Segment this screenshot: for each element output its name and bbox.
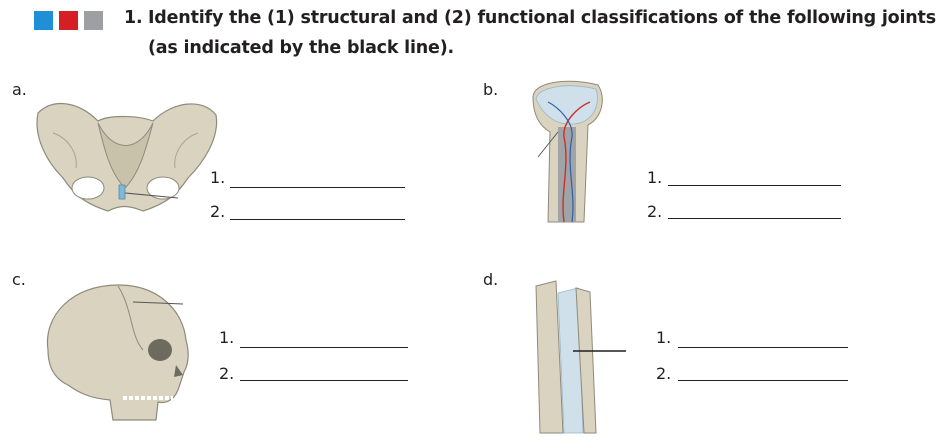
- part-c-blank1-number: 1.: [219, 328, 235, 347]
- part-a-blank1-line[interactable]: [230, 187, 405, 188]
- skull-image: [46, 284, 189, 421]
- bone-joint-image: [535, 280, 626, 434]
- blue-square-icon: [34, 11, 53, 30]
- gray-square-icon: [84, 11, 103, 30]
- part-a-blank1-number: 1.: [210, 168, 226, 187]
- part-b-blank1-number: 1.: [647, 168, 663, 187]
- part-d-blank1-number: 1.: [656, 328, 672, 347]
- part-d-blank2-number: 2.: [656, 364, 672, 383]
- part-b-blank2-number: 2.: [647, 202, 663, 221]
- question-number: 1.: [124, 8, 143, 28]
- part-b-blank2-line[interactable]: [668, 218, 841, 219]
- part-d-blank1-line[interactable]: [678, 347, 848, 348]
- part-b-blank1-line[interactable]: [668, 185, 841, 186]
- part-a-label: a.: [12, 80, 27, 99]
- part-d-label: d.: [483, 270, 499, 289]
- part-a-blank2-line[interactable]: [230, 219, 405, 220]
- part-c-label: c.: [12, 270, 26, 289]
- pelvis-image: [36, 102, 218, 212]
- part-c-blank2-line[interactable]: [240, 380, 408, 381]
- red-square-icon: [59, 11, 78, 30]
- long-bone-image: [532, 80, 603, 223]
- question-text-line1: Identify the (1) structural and (2) func…: [148, 8, 936, 28]
- part-d-blank2-line[interactable]: [678, 380, 848, 381]
- part-c-blank2-number: 2.: [219, 364, 235, 383]
- part-a-blank2-number: 2.: [210, 202, 226, 221]
- part-b-label: b.: [483, 80, 499, 99]
- part-c-blank1-line[interactable]: [240, 347, 408, 348]
- question-text-line2: (as indicated by the black line).: [148, 38, 454, 58]
